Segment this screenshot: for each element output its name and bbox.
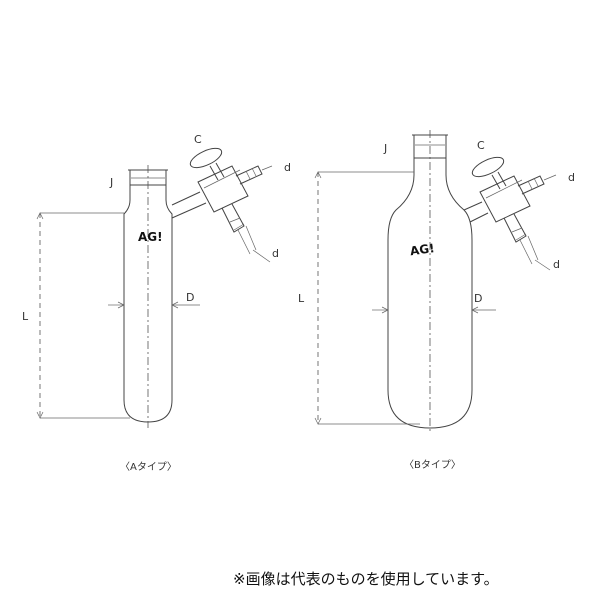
type-a-length-label: L	[22, 310, 29, 323]
type-a-caption: 〈Aタイプ〉	[120, 461, 177, 473]
type-a-logo: AG!	[138, 230, 163, 244]
type-b-length-label: L	[298, 292, 305, 305]
type-b-caption: 〈Bタイプ〉	[404, 459, 461, 471]
type-a-upper-outlet-label: d	[284, 161, 291, 174]
type-b-drawing	[314, 130, 557, 432]
type-a-stopcock-label: C	[194, 133, 202, 146]
type-a-drawing	[36, 147, 273, 428]
representative-image-note: ※画像は代表のものを使用しています。	[233, 570, 499, 588]
type-a-joint-label: J	[109, 176, 113, 189]
type-b-joint-label: J	[383, 142, 387, 155]
type-a-diameter-label: D	[186, 291, 194, 304]
type-b-logo: AG!	[409, 241, 435, 258]
type-b-diameter-label: D	[474, 292, 482, 305]
type-b-lower-outlet-label: d	[553, 258, 560, 271]
type-a-lower-outlet-label: d	[272, 247, 279, 260]
type-b-upper-outlet-label: d	[568, 171, 575, 184]
type-b-stopcock-label: C	[477, 139, 485, 152]
